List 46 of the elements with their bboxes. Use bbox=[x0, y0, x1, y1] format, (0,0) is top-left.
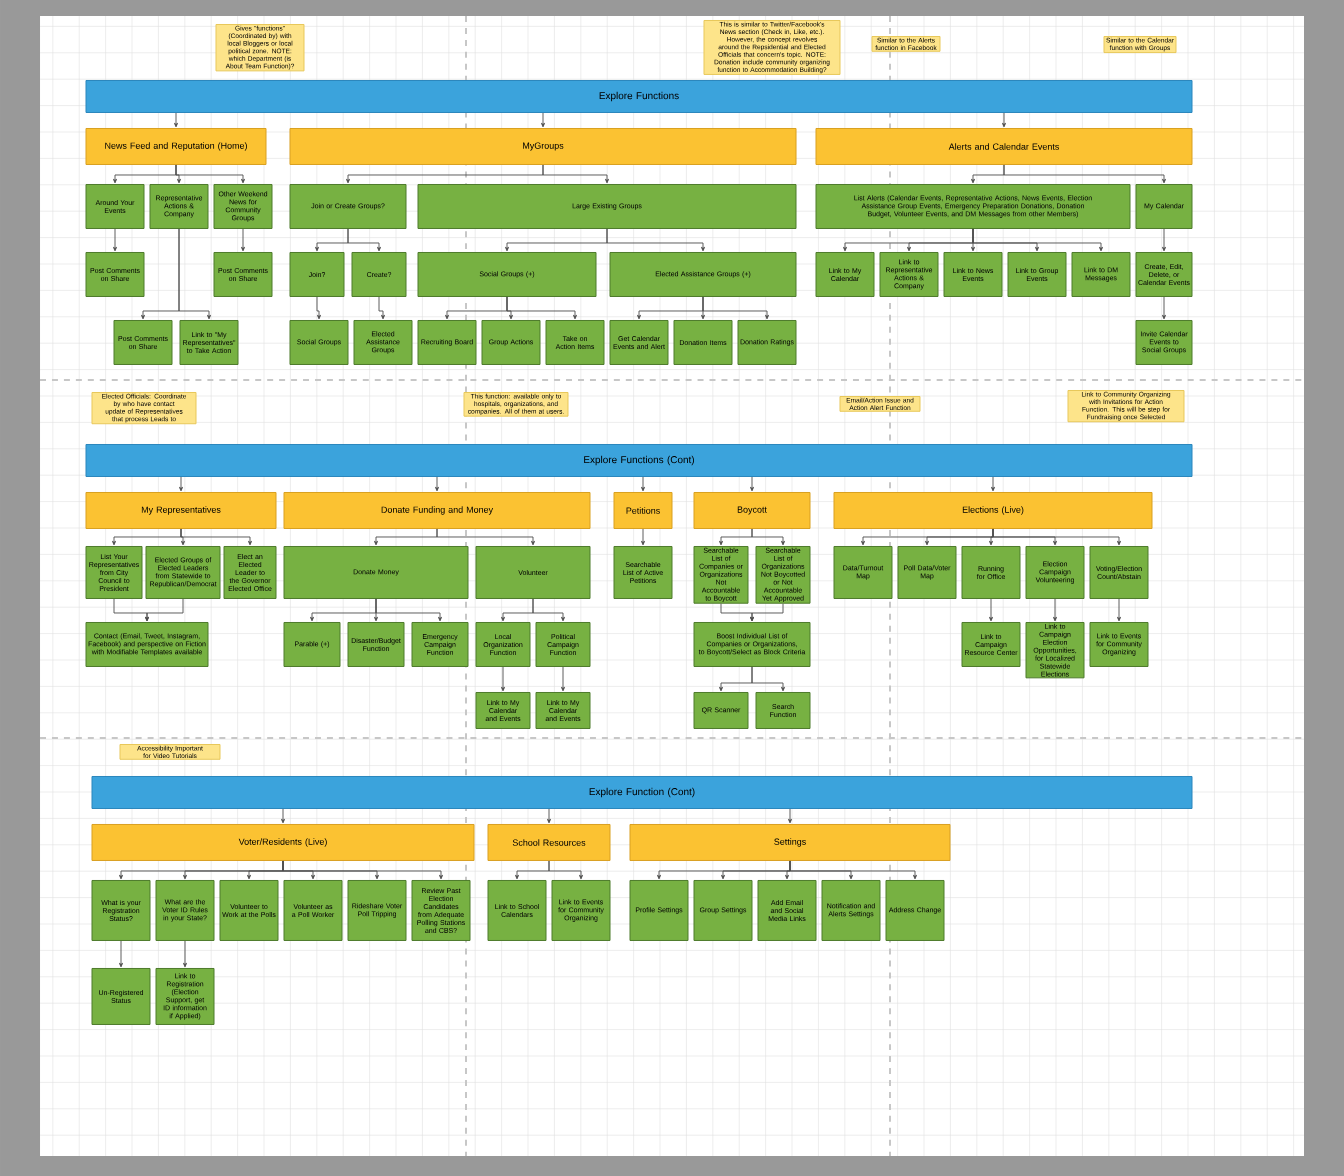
arrow bbox=[113, 228, 117, 252]
arrow bbox=[542, 164, 609, 184]
arrow bbox=[179, 476, 183, 492]
arrow bbox=[1117, 598, 1121, 622]
arrow bbox=[1162, 296, 1166, 320]
arrow bbox=[282, 860, 443, 880]
arrow bbox=[241, 228, 245, 252]
arrow bbox=[991, 476, 995, 492]
arrow bbox=[119, 940, 123, 968]
arrow bbox=[989, 598, 993, 622]
arrow bbox=[532, 598, 565, 622]
arrow bbox=[641, 528, 645, 546]
arrow bbox=[145, 598, 184, 622]
arrow bbox=[548, 860, 583, 880]
arrow bbox=[1003, 164, 1166, 184]
arrow bbox=[435, 476, 439, 492]
arrow bbox=[702, 296, 769, 320]
arrow bbox=[789, 860, 917, 880]
arrow bbox=[375, 598, 442, 622]
arrow bbox=[751, 528, 785, 546]
arrow bbox=[541, 112, 545, 128]
arrow bbox=[547, 808, 551, 824]
arrow bbox=[606, 228, 705, 252]
arrow bbox=[750, 603, 784, 622]
arrow bbox=[281, 808, 285, 824]
arrow bbox=[378, 296, 385, 320]
arrow bbox=[972, 228, 1103, 252]
arrow bbox=[751, 666, 785, 692]
arrow bbox=[561, 666, 565, 692]
arrow bbox=[750, 476, 754, 492]
arrow bbox=[347, 228, 381, 252]
arrow bbox=[1002, 112, 1006, 128]
arrow bbox=[178, 228, 211, 320]
arrow bbox=[788, 808, 792, 824]
arrow bbox=[501, 666, 505, 692]
arrow bbox=[641, 476, 645, 492]
arrow bbox=[175, 164, 245, 184]
arrow bbox=[506, 296, 577, 320]
arrow bbox=[436, 528, 535, 546]
arrow bbox=[992, 528, 1121, 546]
arrow bbox=[316, 296, 321, 320]
arrow bbox=[1162, 228, 1166, 252]
arrow bbox=[1053, 598, 1057, 622]
arrow bbox=[180, 528, 252, 546]
arrow bbox=[183, 940, 187, 968]
arrow bbox=[174, 112, 178, 128]
